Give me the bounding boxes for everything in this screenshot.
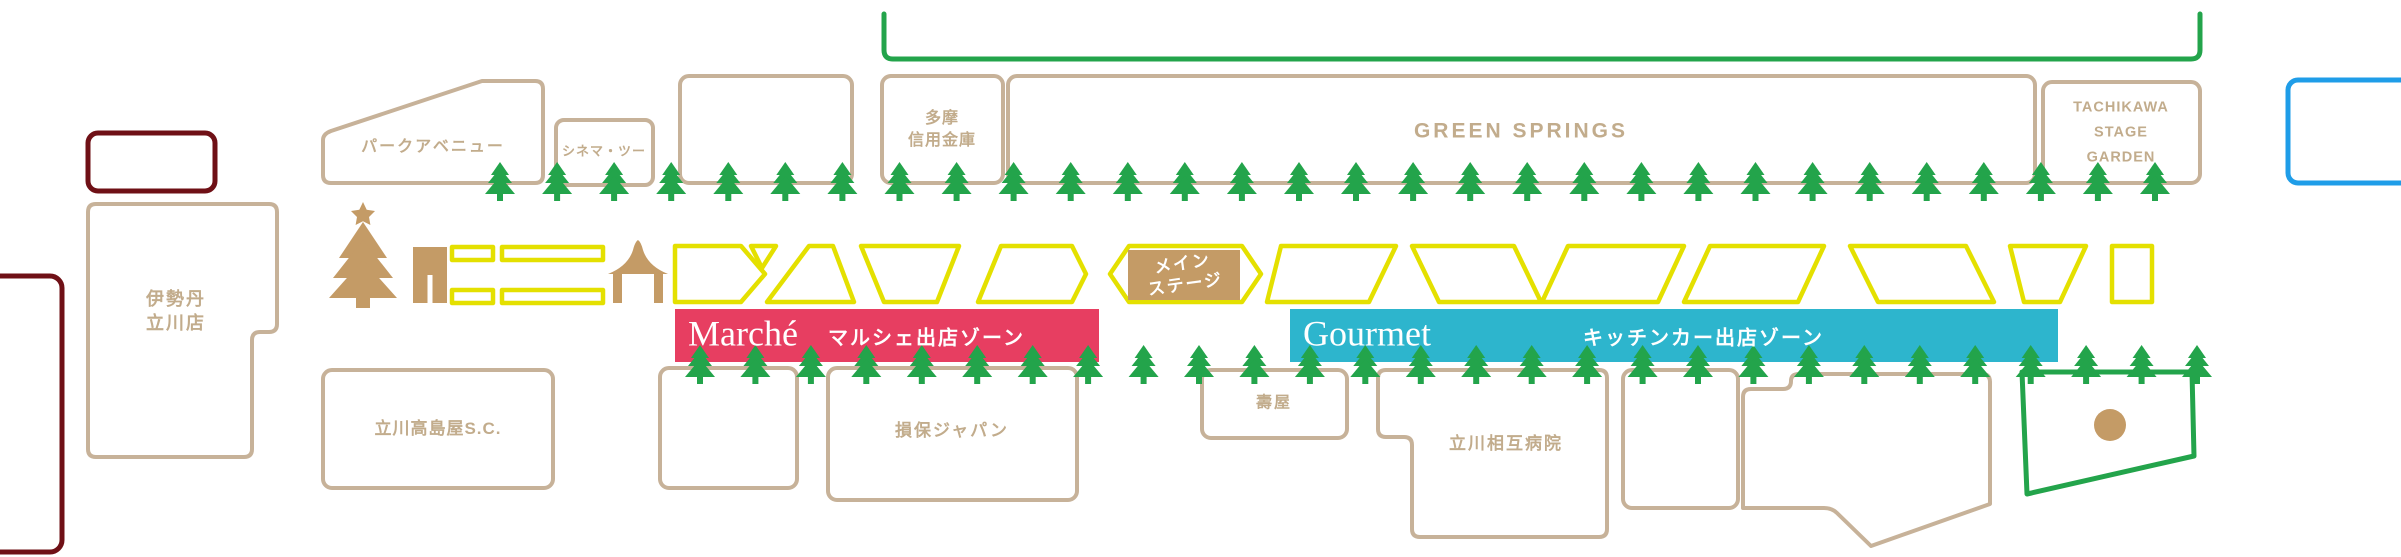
building-irregular-right bbox=[1741, 372, 1992, 548]
building-cinema-two bbox=[554, 118, 655, 187]
booth-bars-icon bbox=[449, 244, 606, 306]
building-tama-shinkin bbox=[880, 74, 1005, 185]
building-unlabeled-top bbox=[678, 74, 854, 185]
building-unlabeled-bottom bbox=[658, 366, 799, 490]
main-stage-badge bbox=[1107, 243, 1264, 305]
building-maroon-left bbox=[0, 273, 65, 555]
booth-shape bbox=[2007, 243, 2089, 305]
label-tama-shinkin: 多摩 信用金庫 bbox=[907, 110, 977, 149]
booth-shape bbox=[764, 243, 857, 305]
building-sompo-japan bbox=[826, 366, 1079, 502]
label-isetan: 伊勢丹 立川店 bbox=[146, 289, 206, 333]
christmas-tree-icon bbox=[329, 202, 397, 308]
booth-shape bbox=[1539, 243, 1687, 305]
green-zone bbox=[2019, 369, 2197, 497]
label-stage-garden: TACHIKAWA STAGE GARDEN bbox=[2073, 99, 2169, 166]
building-isetan bbox=[86, 202, 279, 459]
fir-tree-icon bbox=[1128, 345, 1159, 384]
gate-icon bbox=[413, 247, 447, 303]
label-park-avenue: パークアベニュー bbox=[361, 138, 505, 156]
booth-shape bbox=[748, 243, 779, 271]
booth-shape bbox=[858, 243, 962, 305]
building-kotobukiya bbox=[1200, 368, 1349, 440]
booth-shape bbox=[1681, 243, 1827, 305]
building-sogo-hospital bbox=[1376, 368, 1609, 539]
booth-shape bbox=[1847, 243, 1997, 305]
label-green-springs: GREEN SPRINGS bbox=[1413, 119, 1629, 143]
booth-shape bbox=[1409, 243, 1544, 305]
label-cinema-two: シネマ・ツー bbox=[561, 143, 647, 159]
building-takashimaya bbox=[321, 368, 555, 490]
building-park-avenue bbox=[321, 79, 545, 185]
booth-shapes bbox=[672, 243, 2155, 305]
booth-shape bbox=[975, 243, 1089, 305]
building-maroon-small bbox=[85, 130, 218, 194]
gourmet-zone-banner bbox=[1290, 309, 2058, 362]
building-unlabeled-right bbox=[1621, 368, 1740, 510]
label-kotobukiya: 壽屋 bbox=[1255, 394, 1293, 412]
label-sogo-hospital: 立川相互病院 bbox=[1449, 433, 1563, 453]
gazebo-icon bbox=[608, 240, 668, 303]
building-blue-outline bbox=[2285, 77, 2401, 186]
booth-shape bbox=[1264, 243, 1399, 305]
round-spot-icon bbox=[2094, 409, 2126, 441]
label-sompo-japan: 損保ジャパン bbox=[895, 420, 1009, 440]
booth-shape bbox=[2109, 243, 2155, 305]
green-boundary-line bbox=[881, 11, 2203, 62]
building-stage-garden bbox=[2041, 80, 2202, 185]
label-takashimaya: 立川高島屋S.C. bbox=[374, 418, 502, 438]
booth-shape bbox=[672, 243, 768, 305]
